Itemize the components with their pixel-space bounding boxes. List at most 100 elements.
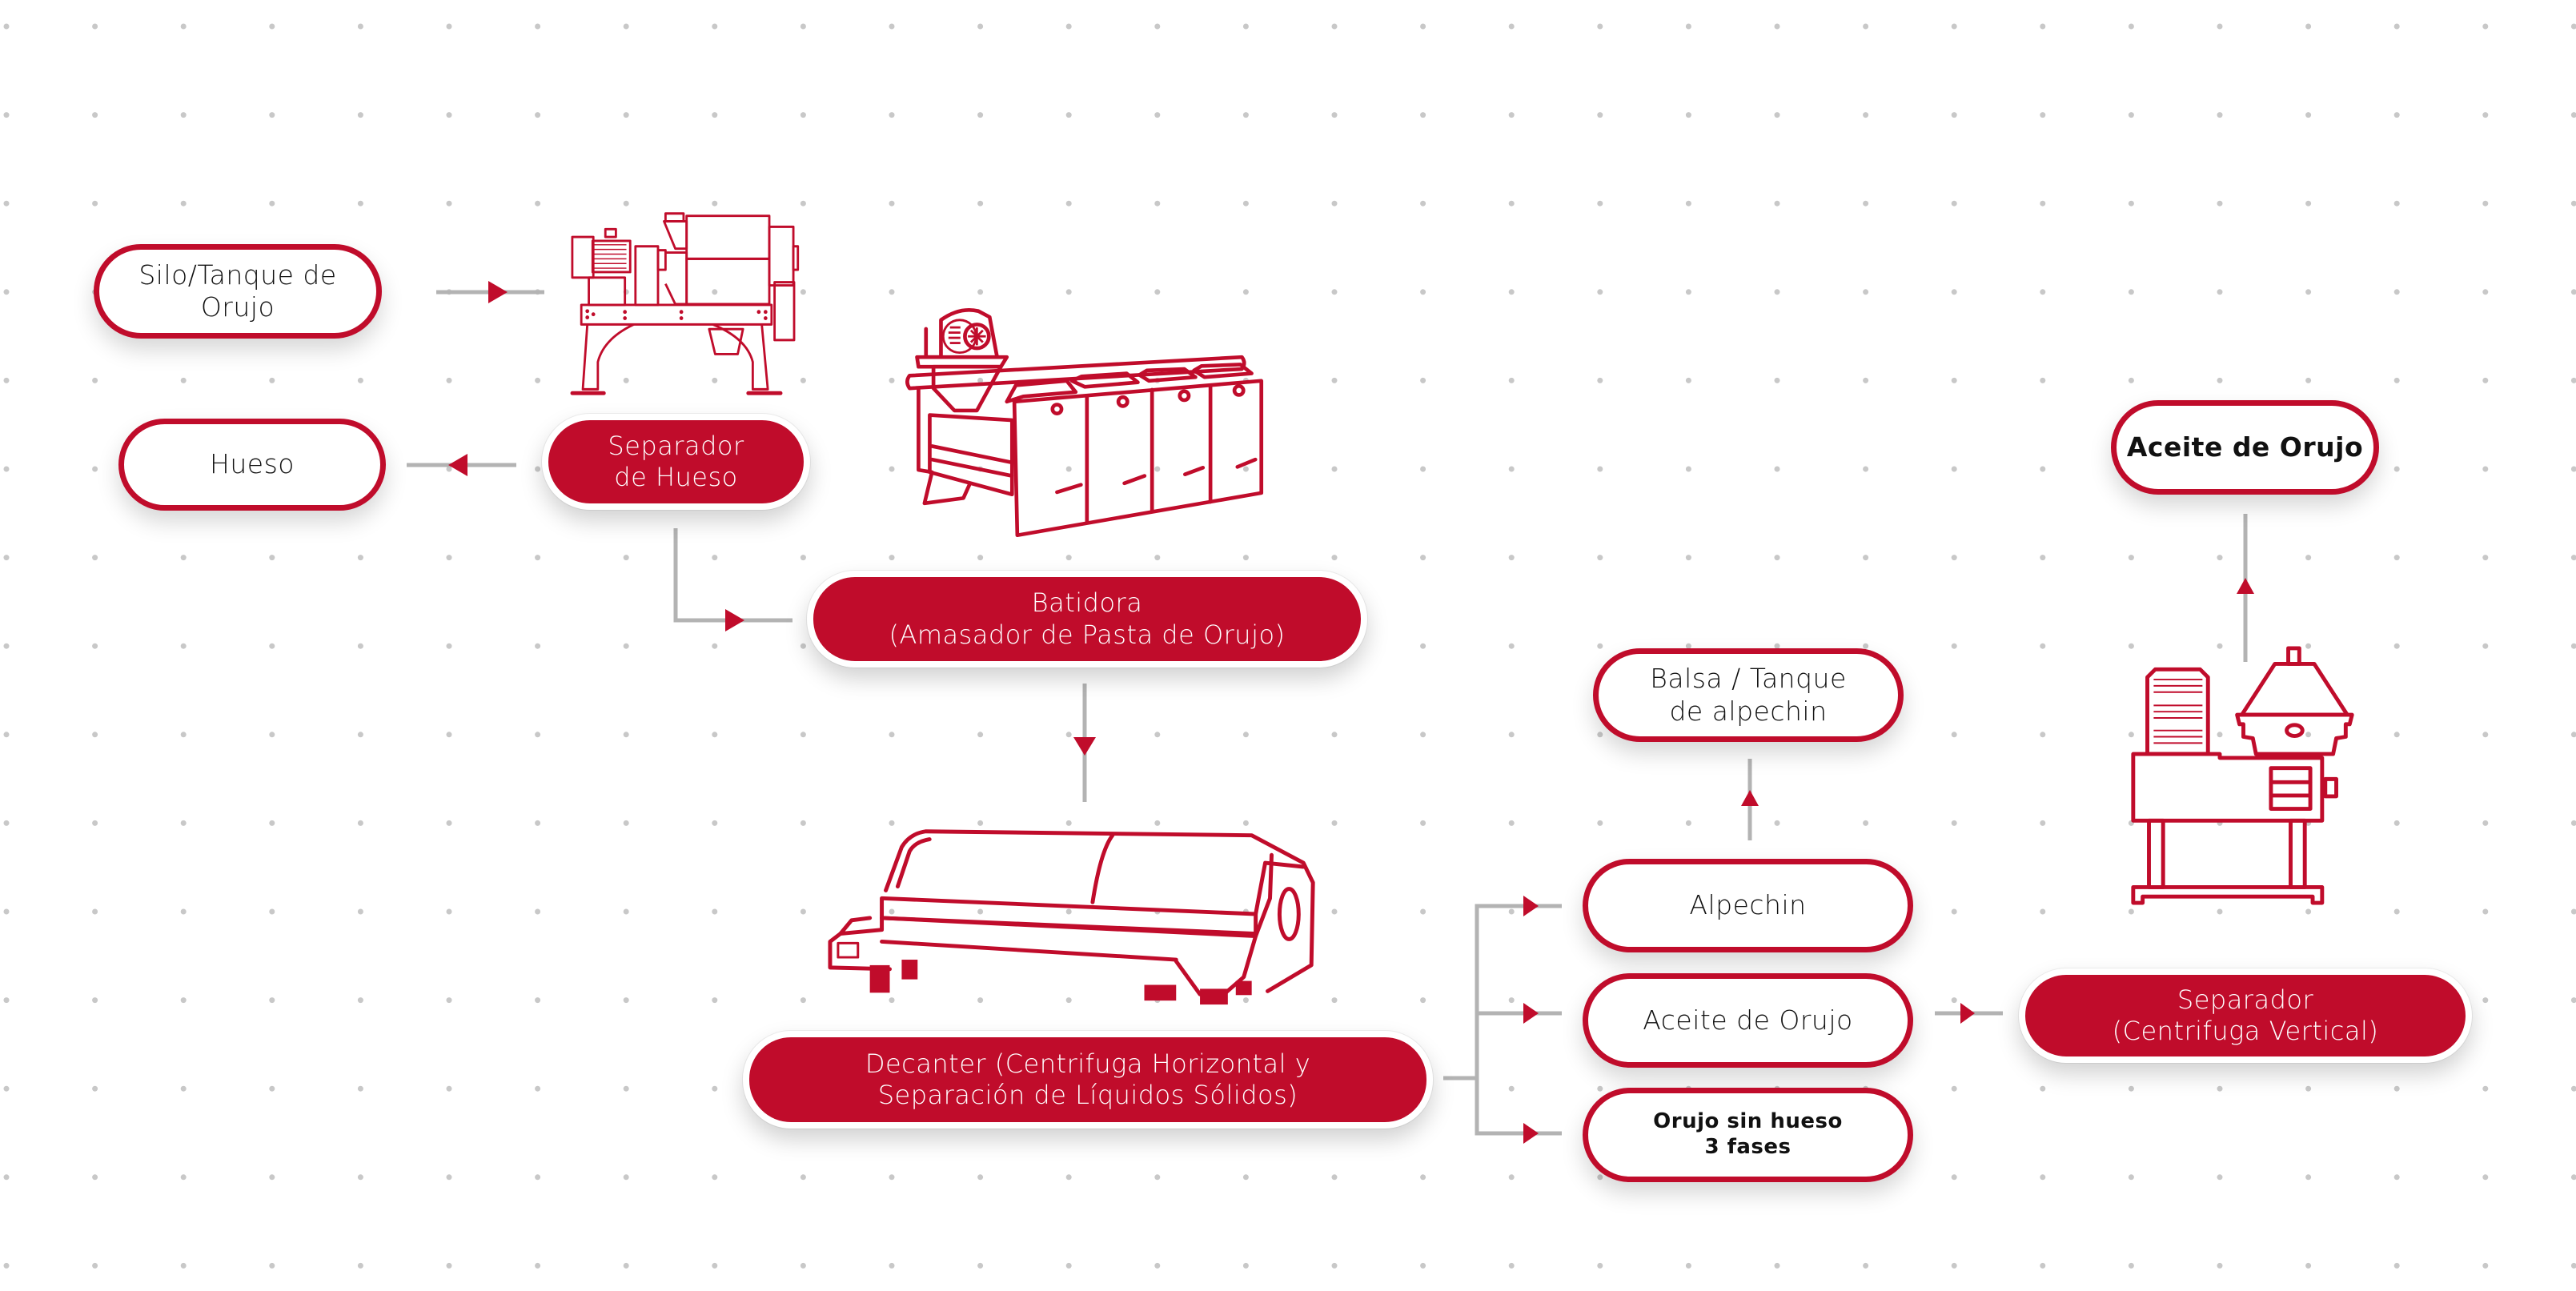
grid-dot <box>1597 23 1603 30</box>
grid-dot <box>3 643 10 649</box>
grid-dot <box>1420 289 1426 295</box>
grid-dot <box>1420 732 1426 738</box>
grid-dot <box>623 200 629 206</box>
grid-dot <box>92 377 98 383</box>
grid-dot <box>712 23 718 30</box>
grid-dot <box>535 908 541 915</box>
grid-dot <box>623 555 629 561</box>
grid-dot <box>1331 555 1338 561</box>
grid-dot <box>1951 289 1957 295</box>
grid-dot <box>1508 1262 1515 1269</box>
grid-dot <box>1774 643 1780 649</box>
grid-dot <box>3 1174 10 1181</box>
grid-dot <box>2128 112 2134 118</box>
grid-dot <box>1685 23 1691 30</box>
grid-dot <box>1685 1262 1691 1269</box>
grid-dot <box>357 23 363 30</box>
node-silo-tanque-orujo[interactable]: Silo/Tanque de Orujo <box>94 244 382 339</box>
grid-dot <box>623 820 629 826</box>
grid-dot <box>2128 1262 2134 1269</box>
node-decanter[interactable]: Decanter (Centrifuga Horizontal y Separa… <box>743 1031 1433 1129</box>
arrow-left-icon <box>448 454 467 476</box>
grid-dot <box>3 820 10 826</box>
node-aceite-de-orujo-final[interactable]: Aceite de Orujo <box>2111 400 2379 495</box>
grid-dot <box>1508 732 1515 738</box>
grid-dot <box>357 377 363 383</box>
grid-dot <box>446 555 452 561</box>
grid-dot <box>977 732 984 738</box>
grid-dot <box>800 289 806 295</box>
grid-dot <box>2393 289 2400 295</box>
grid-dot <box>2482 997 2489 1004</box>
connector-separador-to-batidora <box>673 528 792 623</box>
node-aceite-de-orujo[interactable]: Aceite de Orujo <box>1583 973 1913 1068</box>
arrow-right-icon <box>1523 896 1539 916</box>
grid-dot <box>2482 466 2489 472</box>
grid-dot <box>446 112 452 118</box>
grid-dot <box>2393 1174 2400 1181</box>
grid-dot <box>357 643 363 649</box>
grid-dot <box>2570 1262 2576 1269</box>
grid-dot <box>1420 643 1426 649</box>
grid-dot <box>1154 732 1161 738</box>
grid-dot <box>2040 643 2046 649</box>
grid-dot <box>2570 997 2576 1004</box>
grid-dot <box>2128 1085 2134 1092</box>
grid-dot <box>180 200 187 206</box>
grid-dot <box>977 23 984 30</box>
grid-dot <box>1331 997 1338 1004</box>
grid-dot <box>535 643 541 649</box>
grid-dot <box>1597 466 1603 472</box>
grid-dot <box>357 820 363 826</box>
node-batidora[interactable]: Batidora (Amasador de Pasta de Orujo) <box>807 571 1367 668</box>
grid-dot <box>1065 1262 1072 1269</box>
grid-dot <box>2570 289 2576 295</box>
grid-dot <box>446 1085 452 1092</box>
grid-dot <box>1508 1085 1515 1092</box>
grid-dot <box>1242 1174 1249 1181</box>
grid-dot <box>623 112 629 118</box>
node-alpechin[interactable]: Alpechin <box>1583 859 1913 952</box>
node-separador-centrifuga-vertical[interactable]: Separador (Centrifuga Vertical) <box>2019 968 2472 1063</box>
grid-dot <box>180 1174 187 1181</box>
grid-dot <box>800 200 806 206</box>
grid-dot <box>1420 820 1426 826</box>
arrow-right-icon <box>1523 1003 1539 1024</box>
grid-dot <box>1242 23 1249 30</box>
grid-dot <box>1508 200 1515 206</box>
grid-dot <box>1331 1262 1338 1269</box>
grid-dot <box>800 820 806 826</box>
grid-dot <box>2217 289 2223 295</box>
grid-dot <box>446 908 452 915</box>
grid-dot <box>1420 23 1426 30</box>
node-separador-de-hueso[interactable]: Separador de Hueso <box>542 414 810 510</box>
grid-dot <box>2570 555 2576 561</box>
grid-dot <box>1951 1085 1957 1092</box>
grid-dot <box>977 377 984 383</box>
grid-dot <box>2217 732 2223 738</box>
grid-dot <box>2393 732 2400 738</box>
grid-dot <box>1863 466 1869 472</box>
grid-dot <box>3 1085 10 1092</box>
node-hueso[interactable]: Hueso <box>118 419 386 511</box>
grid-dot <box>269 23 275 30</box>
grid-dot <box>2393 1085 2400 1092</box>
grid-dot <box>1065 466 1072 472</box>
grid-dot <box>1331 289 1338 295</box>
grid-dot <box>1951 466 1957 472</box>
arrow-up-icon <box>2237 578 2254 594</box>
grid-dot <box>269 555 275 561</box>
node-orujo-sin-hueso-3-fases[interactable]: Orujo sin hueso 3 fases <box>1583 1088 1913 1182</box>
grid-dot <box>623 1262 629 1269</box>
grid-dot <box>446 466 452 472</box>
grid-dot <box>92 1174 98 1181</box>
grid-dot <box>977 112 984 118</box>
node-balsa-tanque-alpechin[interactable]: Balsa / Tanque de alpechin <box>1593 648 1904 742</box>
grid-dot <box>535 377 541 383</box>
grid-dot <box>2393 466 2400 472</box>
grid-dot <box>269 200 275 206</box>
grid-dot <box>3 555 10 561</box>
grid-dot <box>1065 289 1072 295</box>
grid-dot <box>2305 112 2312 118</box>
